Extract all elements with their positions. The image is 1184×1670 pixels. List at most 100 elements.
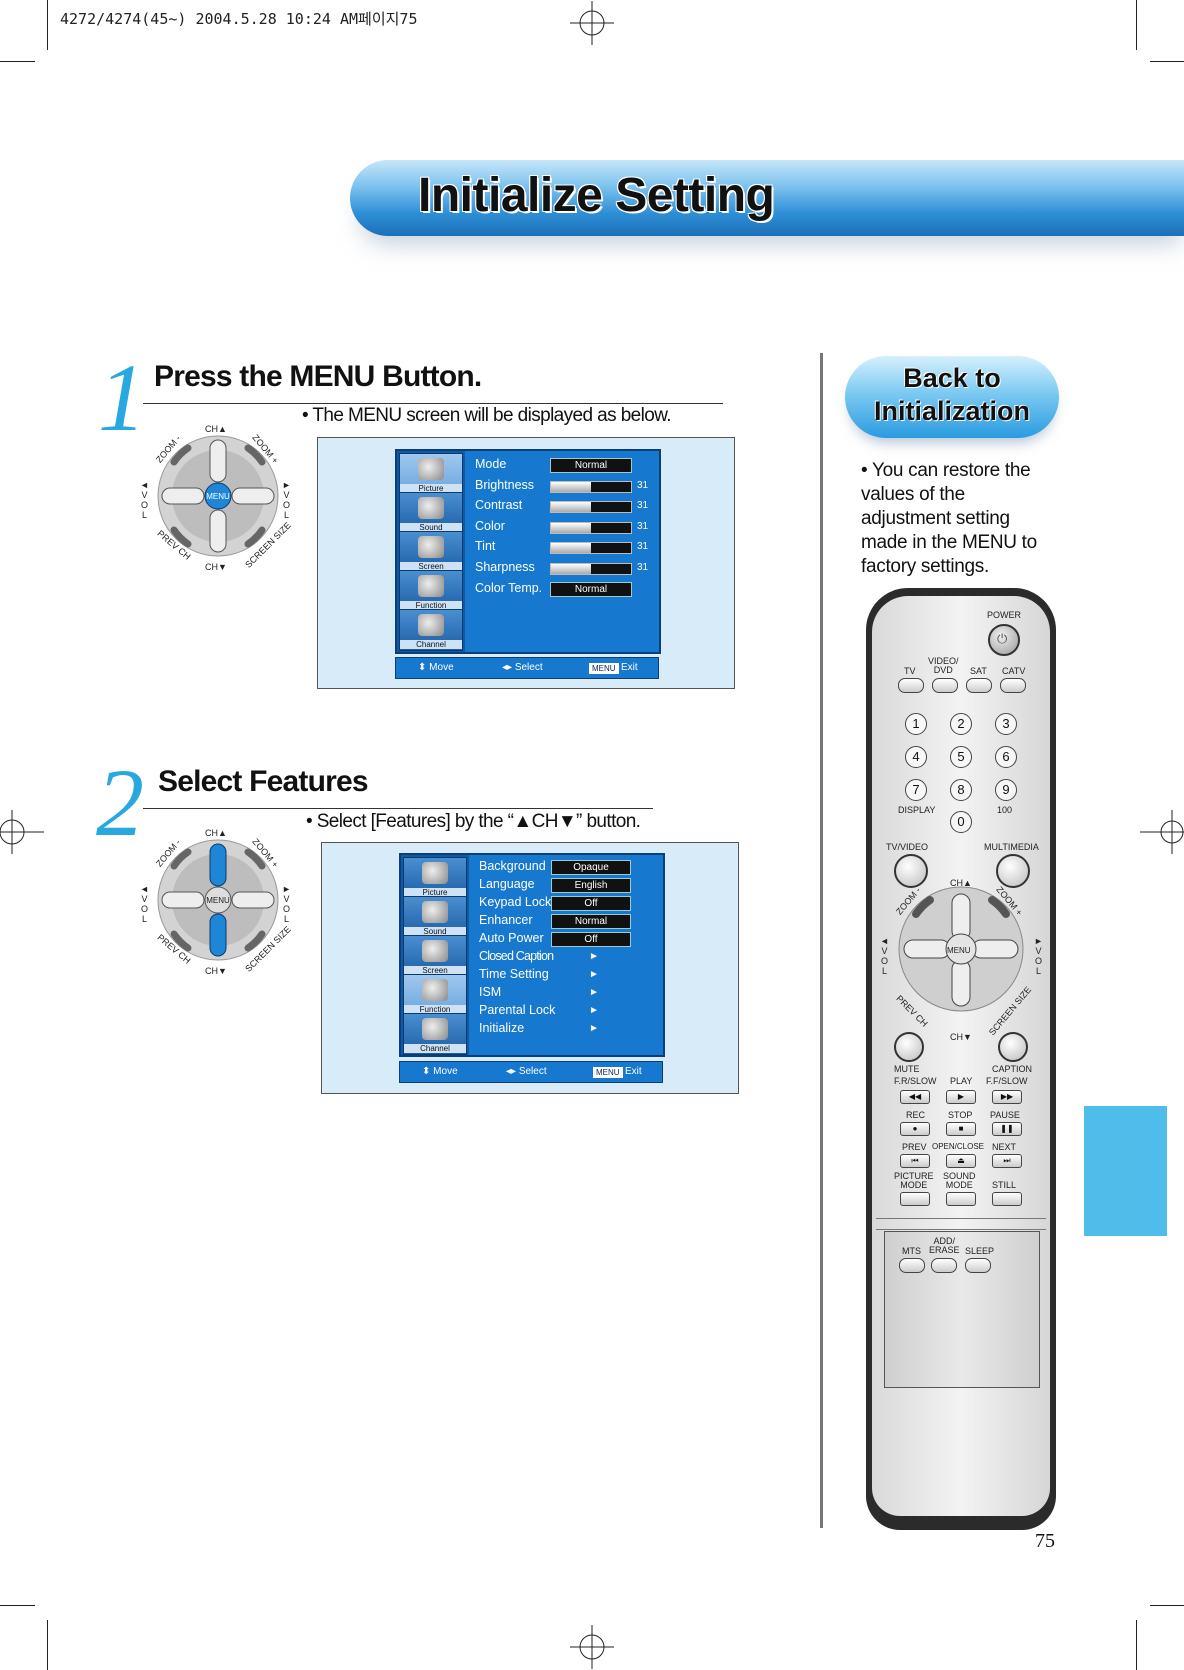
record-button[interactable]: ●	[900, 1122, 930, 1136]
exit-hint: Exit	[625, 1066, 642, 1077]
menu-row-label[interactable]: Brightness	[475, 478, 535, 492]
menu-row-label[interactable]: Time Setting	[479, 967, 549, 981]
menu-row-label[interactable]: Parental Lock	[479, 1003, 556, 1017]
number-4-button[interactable]: 4	[905, 746, 927, 768]
number-2-button[interactable]: 2	[950, 713, 972, 735]
number-9-button[interactable]: 9	[995, 779, 1017, 801]
sidebar-item-picture[interactable]: Picture	[403, 857, 467, 899]
remote-ch-down-label: CH▼	[950, 1032, 972, 1042]
pad-ch-up: CH▲	[205, 828, 227, 838]
menu-row-label[interactable]: Auto Power	[479, 931, 544, 945]
rewind-button[interactable]: ◀◀	[900, 1090, 930, 1104]
number-7-button[interactable]: 7	[905, 779, 927, 801]
menu-row-label[interactable]: Sharpness	[475, 560, 535, 574]
number-8-button[interactable]: 8	[950, 779, 972, 801]
submenu-arrow-icon: ►	[589, 1005, 599, 1016]
remote-lower-panel: MTS ADD/ERASE SLEEP	[884, 1231, 1040, 1388]
sidebar-item-screen[interactable]: Screen	[399, 531, 463, 573]
level-bar[interactable]	[550, 563, 632, 575]
sidebar-item-function[interactable]: Function	[403, 974, 467, 1016]
sleep-button[interactable]	[965, 1258, 991, 1273]
multimedia-button[interactable]	[996, 854, 1030, 888]
menu-row-label[interactable]: Language	[479, 877, 535, 891]
menu-row-label[interactable]: Keypad Lock	[479, 895, 552, 909]
screen-icon	[418, 536, 444, 558]
tv-button[interactable]	[898, 678, 924, 693]
menu-row-label[interactable]: ISM	[479, 985, 502, 999]
hundred-label: 100	[997, 805, 1013, 815]
menu-row-label[interactable]: Tint	[475, 539, 496, 553]
add-erase-button[interactable]	[931, 1258, 957, 1273]
still-button[interactable]	[992, 1192, 1022, 1206]
power-button[interactable]	[988, 624, 1020, 656]
level-bar-fill	[551, 523, 591, 533]
pause-button[interactable]: ❚❚	[992, 1122, 1022, 1136]
sound-icon	[418, 497, 444, 519]
mute-button[interactable]	[894, 1032, 924, 1062]
previous-button[interactable]: ⏮	[900, 1154, 930, 1168]
print-header: 4272/4274(45~) 2004.5.28 10:24 AM페이지75	[60, 10, 418, 28]
step1-title: Press the MENU Button.	[154, 360, 482, 393]
move-hint: ⬍ Move	[418, 662, 454, 673]
osd-sidebar: Picture Sound Screen Function Channel	[397, 451, 465, 652]
number-0-button[interactable]: 0	[950, 811, 972, 833]
remote-ch-up-label: CH▲	[950, 878, 972, 888]
menu-row-label[interactable]: Background	[479, 859, 546, 873]
level-bar[interactable]	[550, 522, 632, 534]
menu-row-label[interactable]: Closed Caption	[479, 949, 554, 963]
stop-button[interactable]: ■	[946, 1122, 976, 1136]
sound-mode-button[interactable]	[946, 1192, 976, 1206]
menu-row-label[interactable]: Mode	[475, 457, 507, 471]
play-button[interactable]: ▶	[946, 1090, 976, 1104]
video-dvd-label: VIDEO/DVD	[928, 656, 959, 675]
pause-label: PAUSE	[990, 1110, 1020, 1120]
level-bar[interactable]	[550, 542, 632, 554]
function-icon	[418, 575, 444, 597]
sidebar-item-screen[interactable]: Screen	[403, 935, 467, 977]
sidebar-item-sound[interactable]: Sound	[399, 492, 463, 534]
sidebar-item-sound[interactable]: Sound	[403, 896, 467, 938]
select-hint: ◂▸ Select	[502, 662, 543, 673]
menu-row-label[interactable]: Enhancer	[479, 913, 533, 927]
menu-row-label[interactable]: Contrast	[475, 498, 523, 512]
select-hint: ◂▸ Select	[506, 1066, 547, 1077]
next-button[interactable]: ⏭	[992, 1154, 1022, 1168]
sat-button[interactable]	[966, 678, 992, 693]
eject-button[interactable]: ⏏	[946, 1154, 976, 1168]
menu-row-label[interactable]: Initialize	[479, 1021, 525, 1035]
video-dvd-button[interactable]	[932, 678, 958, 693]
menu-row-label[interactable]: Color	[475, 519, 505, 533]
sidebar-item-channel[interactable]: Channel	[399, 609, 463, 651]
picture-mode-button[interactable]	[900, 1192, 930, 1206]
number-5-button[interactable]: 5	[950, 746, 972, 768]
crop-mark	[1150, 1605, 1184, 1606]
number-1-button[interactable]: 1	[905, 713, 927, 735]
level-bar[interactable]	[550, 481, 632, 493]
level-bar-fill	[551, 543, 591, 553]
sleep-label: SLEEP	[965, 1246, 995, 1256]
sidebar-item-function[interactable]: Function	[399, 570, 463, 612]
registration-mark	[570, 1625, 614, 1669]
level-bar-fill	[551, 502, 591, 512]
mts-button[interactable]	[899, 1258, 925, 1273]
tv-video-button[interactable]	[894, 854, 928, 888]
prev-label: PREV	[902, 1142, 927, 1152]
caption-button[interactable]	[998, 1032, 1028, 1062]
remote-direction-pad[interactable]	[886, 874, 1036, 1024]
catv-button[interactable]	[1000, 678, 1026, 693]
number-3-button[interactable]: 3	[995, 713, 1017, 735]
menu-row-label[interactable]: Color Temp.	[475, 581, 543, 595]
fr-slow-label: F.R/SLOW	[894, 1076, 937, 1086]
fast-forward-button[interactable]: ▶▶	[992, 1090, 1022, 1104]
badge-title: Back to Initialization	[873, 363, 1030, 426]
multimedia-label: MULTIMEDIA	[984, 842, 1039, 852]
sidebar-item-picture[interactable]: Picture	[399, 453, 463, 495]
tv-video-label: TV/VIDEO	[886, 842, 929, 852]
sidebar-item-channel[interactable]: Channel	[403, 1013, 467, 1055]
rec-label: REC	[906, 1110, 926, 1120]
number-6-button[interactable]: 6	[995, 746, 1017, 768]
level-bar[interactable]	[550, 501, 632, 513]
